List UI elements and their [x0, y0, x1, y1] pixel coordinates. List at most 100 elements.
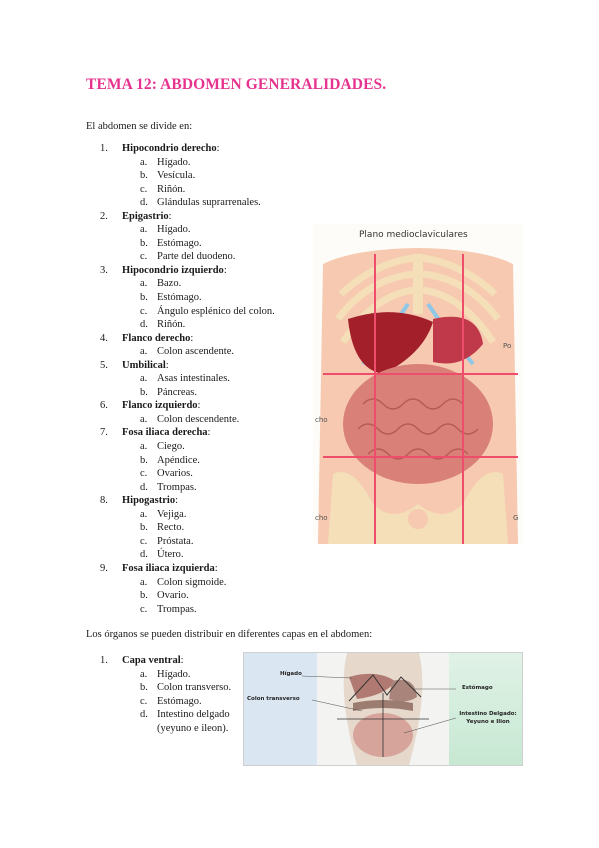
layers-name: Capa ventral:: [122, 655, 184, 666]
regions-name: Fosa iliaca derecha:: [122, 427, 211, 439]
organ-letter: b.: [140, 292, 148, 304]
label-leader-lines: [301, 675, 457, 734]
organ-item: d.Glándulas suprarrenales.: [100, 196, 320, 210]
organ-text: Riñón.: [157, 183, 186, 195]
intestines-shape: [343, 364, 493, 484]
side-label-2: cho: [315, 416, 328, 424]
organ-item: b. Vesícula.: [100, 169, 320, 183]
regions-item: 7. Fosa iliaca derecha:: [100, 426, 320, 440]
organ-text: Parte del duodeno.: [157, 251, 236, 263]
organ-letter: a.: [140, 508, 148, 520]
organ-letter: c.: [140, 251, 148, 263]
organ-item: c.Trompas.: [100, 603, 320, 617]
organ-text: Bazo.: [157, 278, 182, 290]
organ-text: Estómago.: [157, 695, 202, 707]
ventral-layer-figure: Hígado Colon transverso Estómago Intesti…: [243, 652, 523, 766]
regions-name-text: Hipocondrio derecho: [122, 143, 217, 154]
regions-number: 7.: [100, 427, 108, 439]
organ-letter: a.: [140, 668, 148, 680]
organ-item: d. Intestino delgado: [100, 708, 250, 722]
organ-item: c.Próstata.: [100, 535, 320, 549]
organ-letter: b.: [140, 170, 148, 182]
regions-name-text: Flanco izquierdo: [122, 400, 198, 412]
label-colon-transverso: Colon transverso: [247, 696, 300, 702]
organ-item: a.Hígado.: [100, 156, 320, 170]
organ-letter: a.: [140, 278, 148, 290]
stomach-shape: [433, 316, 483, 364]
side-label-3: cho: [315, 514, 328, 522]
regions-item: 1. Hipocondrio derecho:: [100, 142, 320, 156]
organ-item: b.Estómago.: [100, 291, 320, 305]
organ-text: Hígado.: [157, 668, 191, 680]
organ-letter: a.: [140, 576, 148, 588]
layers-name-text: Capa ventral: [122, 655, 181, 666]
organ-text: Colon ascendente.: [157, 346, 234, 358]
regions-item: 8.Hipogastrio:: [100, 494, 320, 508]
organ-letter: d.: [140, 197, 148, 209]
organ-text: Útero.: [157, 549, 184, 561]
regions-number: 1.: [100, 143, 108, 154]
regions-number: 4.: [100, 332, 108, 344]
organ-letter: d.: [140, 549, 148, 561]
organ-letter: a.: [140, 156, 148, 168]
regions-item: 2.Epigastrio:: [100, 210, 320, 224]
organ-item: a. Colon descendente.: [100, 413, 320, 427]
organ-item: b.Apéndice.: [100, 454, 320, 468]
regions-name: Flanco derecho:: [122, 332, 194, 344]
regions-name: Flanco izquierdo:: [122, 400, 201, 412]
organ-text: Páncreas.: [157, 386, 197, 398]
organ-letter: b.: [140, 237, 148, 249]
organ-letter: d.: [140, 319, 148, 331]
label-intestino-delgado: Intestino Delgado:: [459, 711, 517, 717]
organ-item: a.Colon ascendente.: [100, 345, 320, 359]
regions-name: Umbilical:: [122, 359, 169, 371]
regions-name: Hipocondrio derecho:: [122, 143, 220, 154]
ventral-organs-illustration: [337, 653, 429, 765]
regions-number: 3.: [100, 264, 108, 276]
organ-letter: b.: [140, 386, 148, 398]
figure2-center-panel: [317, 653, 449, 765]
organ-text: Trompas.: [157, 603, 197, 615]
organ-item: c. Parte del duodeno.: [100, 250, 320, 264]
regions-name-text: Fosa iliaca derecha: [122, 427, 208, 439]
organ-letter: a.: [140, 413, 148, 425]
organ-item: c.Ovarios.: [100, 467, 320, 481]
organ-text: Colon descendente.: [157, 413, 240, 425]
figure2-right-panel: [449, 653, 522, 765]
organ-text: Trompas.: [157, 481, 197, 493]
organ-text: Hígado.: [157, 224, 191, 236]
organ-item: c.Riñón.: [100, 183, 320, 197]
organ-letter: b.: [140, 590, 148, 602]
organ-text: Ángulo esplénico del colon.: [157, 305, 275, 317]
organ-letter: c.: [140, 535, 148, 547]
regions-name-text: Hipocondrio izquierdo: [122, 264, 224, 276]
organ-item: a.Ciego.: [100, 440, 320, 454]
regions-name: Epigastrio:: [122, 210, 172, 222]
organ-text: Asas intestinales.: [157, 373, 230, 385]
regions-list: 1.Hipocondrio derecho:a.Hígado.b.Vesícul…: [100, 142, 320, 616]
organ-letter: c.: [140, 305, 148, 317]
organ-text: (yeyuno e ileon).: [157, 722, 229, 734]
regions-item: 5. Umbilical:: [100, 359, 320, 373]
organ-item: b.Recto.: [100, 521, 320, 535]
organ-item: a. Bazo.: [100, 277, 320, 291]
regions-item: 4. Flanco derecho:: [100, 332, 320, 346]
organ-text: Vesícula.: [157, 170, 196, 182]
organ-letter: d.: [140, 481, 148, 493]
regions-item: 9.Fosa iliaca izquierda:: [100, 562, 320, 576]
label-yeyuno-ilion: Yeyuno e Ilion: [466, 719, 510, 725]
sternum: [413, 254, 423, 314]
organ-text: Intestino delgado: [157, 709, 230, 721]
label-estomago: Estómago: [462, 685, 493, 691]
label-higado: Hígado: [280, 671, 302, 677]
organ-letter: d.: [140, 709, 148, 721]
regions-number: 5.: [100, 359, 108, 371]
organ-letter: b.: [140, 682, 148, 694]
organ-letter: a.: [140, 224, 148, 236]
regions-number: 9.: [100, 562, 108, 574]
pubis: [408, 509, 428, 529]
regions-name-text: Umbilical: [122, 359, 166, 371]
regions-item: 6.Flanco izquierdo:: [100, 399, 320, 413]
organ-item: b. Páncreas.: [100, 386, 320, 400]
organ-item: b.Ovario.: [100, 589, 320, 603]
